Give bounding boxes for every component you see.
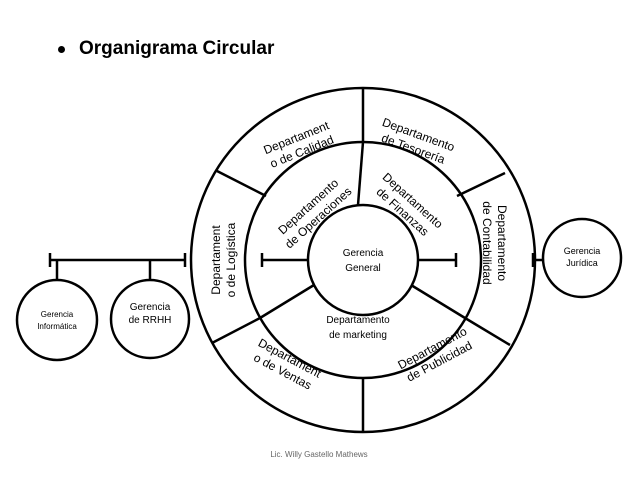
node-rrhh — [109, 278, 191, 360]
center-label-2: General — [345, 263, 381, 274]
node-informatica — [15, 278, 99, 362]
label-marketing-1: Departamento — [326, 315, 390, 326]
title-text: Organigrama Circular — [79, 38, 275, 59]
svg-text:o de Logística: o de Logística — [224, 222, 238, 297]
label-contabilidad: Departamento de Contabilidad — [480, 201, 509, 284]
label-operaciones: Departamento de Operaciones — [275, 176, 354, 252]
label-informatica-1: Gerencia — [41, 310, 74, 319]
label-logistica: Departament o de Logística — [209, 222, 238, 297]
bullet-icon — [58, 45, 65, 53]
svg-text:Departament: Departament — [209, 225, 223, 295]
divider-outer-3 — [456, 171, 506, 198]
divider-outer-2 — [216, 169, 267, 198]
label-marketing-2: de marketing — [329, 330, 387, 341]
slide-title: Organigrama Circular — [58, 38, 274, 60]
label-informatica-2: Informática — [37, 322, 77, 331]
label-publicidad: Departamento de Publicidad — [395, 324, 474, 385]
label-finanzas: Departamento de Finanzas — [374, 170, 446, 239]
divider-outer-5 — [464, 316, 511, 347]
center-label-1: Gerencia — [343, 248, 384, 259]
label-calidad: Departament o de Calidad — [261, 118, 335, 171]
label-tesoreria: Departamento de Tesorería — [380, 115, 457, 167]
svg-text:de Contabilidad: de Contabilidad — [480, 201, 494, 284]
label-juridica-1: Gerencia — [564, 246, 601, 256]
label-juridica-2: Jurídica — [566, 258, 598, 268]
node-juridica — [541, 217, 623, 299]
divider-inner-3 — [410, 283, 466, 320]
divider-outer-4 — [211, 316, 261, 345]
divider-inner-1 — [356, 141, 365, 206]
svg-text:Departamento: Departamento — [495, 205, 509, 281]
label-rrhh-1: Gerencia — [130, 302, 171, 313]
divider-inner-2 — [259, 283, 315, 320]
label-rrhh-2: de RRHH — [129, 315, 172, 326]
label-ventas: Departament o de Ventas — [251, 336, 324, 393]
footer-credit: Lic. Willy Gastello Mathews — [270, 450, 368, 459]
